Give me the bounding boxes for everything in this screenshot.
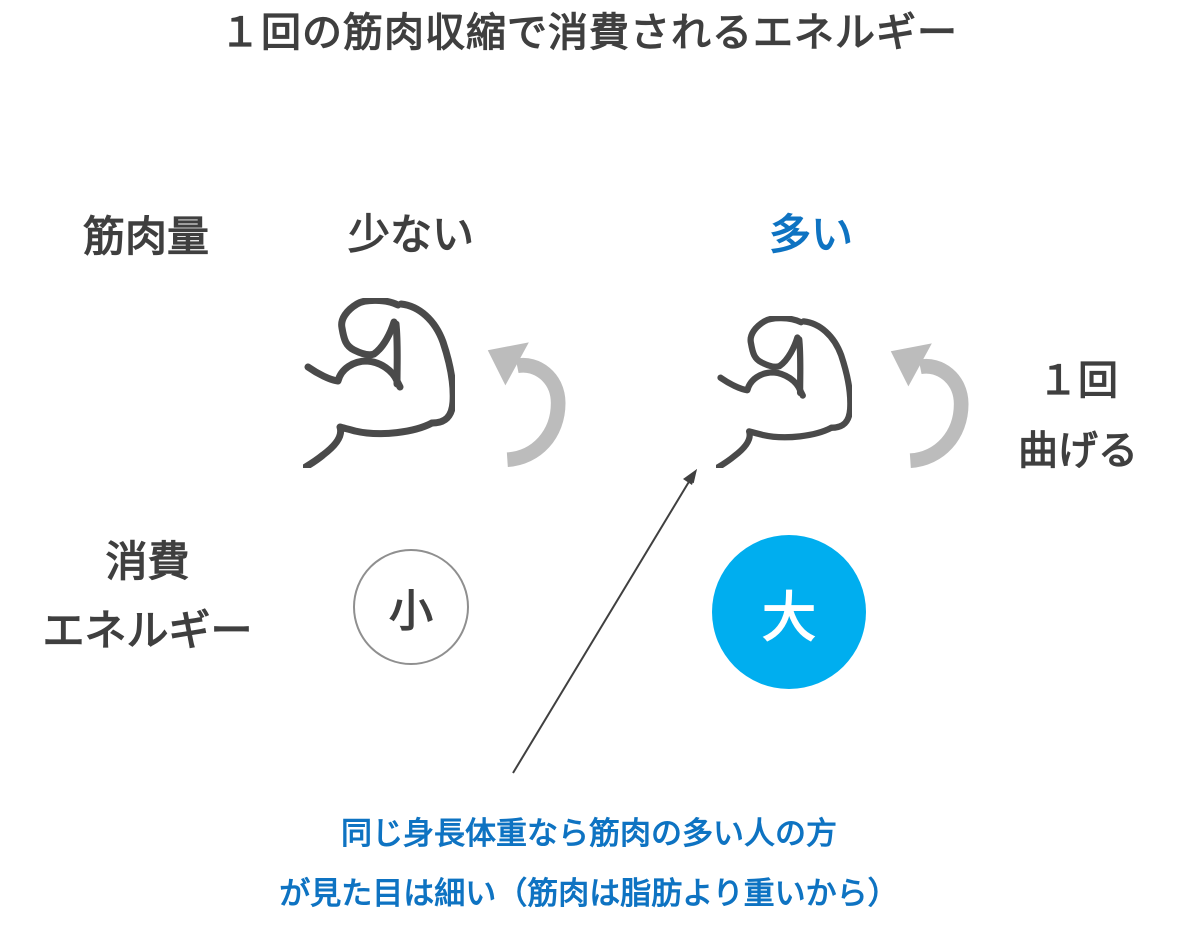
energy-small-circle: 小 (353, 549, 469, 665)
value-muscle-mass-high: 多い (768, 211, 853, 258)
flexed-bicep-icon (303, 298, 455, 468)
side-note-line1: １回 (1038, 359, 1118, 403)
flexed-bicep-icon (716, 316, 852, 468)
energy-large-value: 大 (762, 587, 816, 648)
rotate-counterclockwise-arrow-icon (881, 341, 969, 469)
annotation-pointer-arrow (505, 463, 705, 783)
energy-small-value: 小 (389, 587, 433, 636)
annotation-text: 同じ身長体重なら筋肉の多い人の方 が見た目は細い（筋肉は脂肪より重いから） (119, 804, 1059, 924)
row-label-energy-line1: 消費 (105, 538, 190, 585)
value-muscle-mass-low: 少ない (347, 211, 474, 258)
rotate-counterclockwise-arrow-icon (478, 340, 566, 468)
annotation-line1: 同じ身長体重なら筋肉の多い人の方 (341, 816, 837, 851)
annotation-line2: が見た目は細い（筋肉は脂肪より重いから） (279, 876, 899, 911)
side-note-bend-once: １回 曲げる (990, 346, 1166, 486)
page-title: １回の筋肉収縮で消費されるエネルギー (220, 11, 958, 55)
row-label-energy-line2: エネルギー (42, 607, 253, 654)
side-note-line2: 曲げる (1018, 429, 1138, 473)
energy-large-circle: 大 (712, 535, 866, 689)
row-label-muscle-mass: 筋肉量 (82, 213, 209, 260)
row-label-energy: 消費 エネルギー (25, 527, 270, 665)
